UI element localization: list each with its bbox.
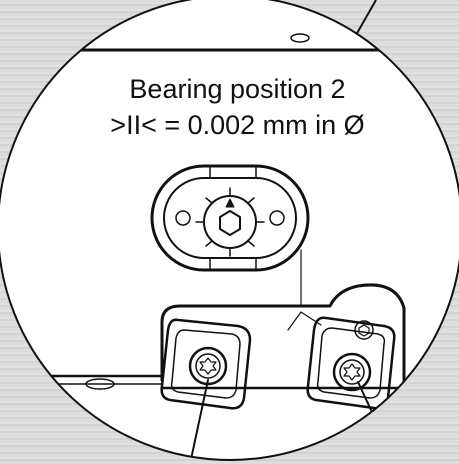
bore-hole-top bbox=[290, 33, 310, 43]
leader-line-left-screw bbox=[189, 379, 209, 460]
hex-socket-icon bbox=[219, 210, 241, 236]
caption-tolerance: >II< = 0.002 mm in Ø bbox=[110, 110, 365, 140]
torx-screw-icon bbox=[199, 357, 217, 375]
hex-socket-icon bbox=[354, 320, 374, 340]
caption-bearing-position: Bearing position 2 bbox=[129, 74, 346, 104]
adjuster-arrow-icon bbox=[225, 198, 235, 208]
reference-marker bbox=[287, 311, 322, 331]
eccentric-adjuster bbox=[150, 164, 310, 272]
right-clamp bbox=[306, 316, 396, 410]
torx-screw-icon bbox=[343, 363, 361, 381]
